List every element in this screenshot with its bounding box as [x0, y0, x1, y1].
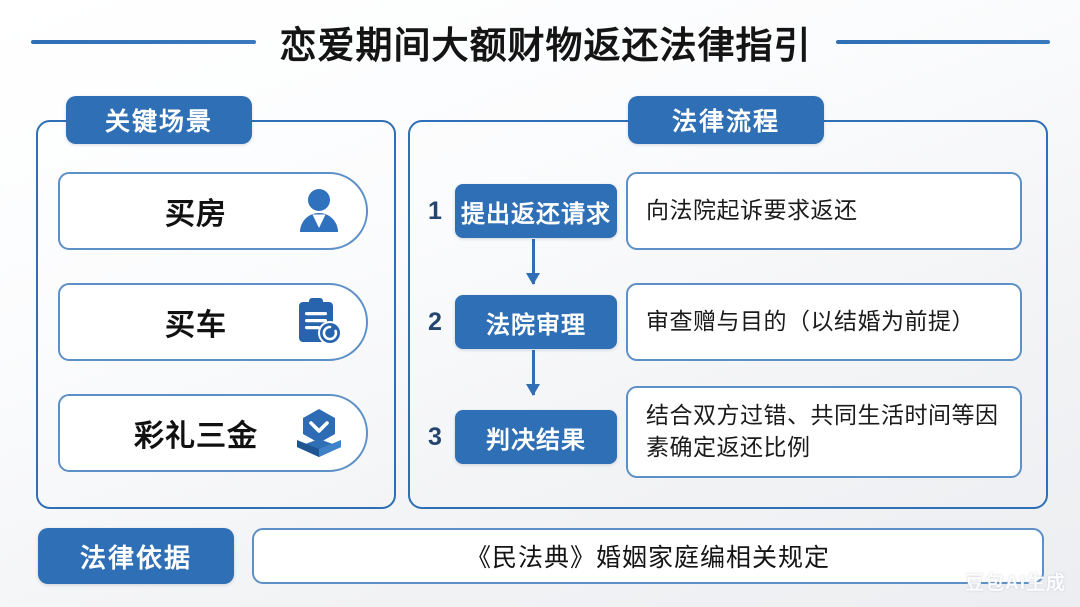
- legal-basis-content: 《民法典》婚姻家庭编相关规定: [252, 528, 1044, 584]
- legal-basis-label: 法律依据: [38, 528, 234, 584]
- step-stage-chip[interactable]: 判决结果: [455, 410, 617, 464]
- key-scenarios-header: 关键场景: [66, 96, 252, 144]
- step-description-3: 结合双方过错、共同生活时间等因素确定返还比例: [626, 386, 1022, 478]
- scenario-item-betrothal-gifts[interactable]: 彩礼三金: [58, 394, 368, 472]
- gift-box-icon: [290, 404, 348, 462]
- legal-process-header: 法律流程: [628, 96, 824, 144]
- scenario-item-buy-car[interactable]: 买车: [58, 283, 368, 361]
- flow-step-1[interactable]: 1 提出返还请求: [424, 172, 617, 250]
- scenario-label: 彩礼三金: [134, 420, 258, 453]
- step-description-2: 审查赠与目的（以结婚为前提）: [626, 283, 1022, 361]
- step-number: 2: [428, 307, 442, 336]
- step-number: 1: [428, 196, 442, 225]
- scenario-label: 买房: [165, 198, 227, 231]
- flow-connector-2-3: [526, 350, 540, 396]
- scenario-label: 买车: [165, 309, 227, 342]
- scenario-item-buy-house[interactable]: 买房: [58, 172, 368, 250]
- title-row: 恋爱期间大额财物返还法律指引: [0, 14, 1080, 70]
- step-number: 3: [428, 422, 442, 451]
- step-description-1: 向法院起诉要求返还: [626, 172, 1022, 250]
- flow-step-2[interactable]: 2 法院审理: [424, 283, 617, 361]
- flow-connector-1-2: [526, 239, 540, 285]
- title-rule-left: [30, 40, 256, 44]
- page-title: 恋爱期间大额财物返还法律指引: [279, 25, 812, 66]
- step-stage-chip[interactable]: 法院审理: [455, 295, 617, 349]
- clipboard-search-icon: [290, 293, 348, 351]
- step-stage-chip[interactable]: 提出返还请求: [455, 184, 617, 238]
- title-rule-right: [835, 40, 1050, 44]
- person-icon: [290, 182, 348, 240]
- flow-step-3[interactable]: 3 判决结果: [424, 398, 617, 476]
